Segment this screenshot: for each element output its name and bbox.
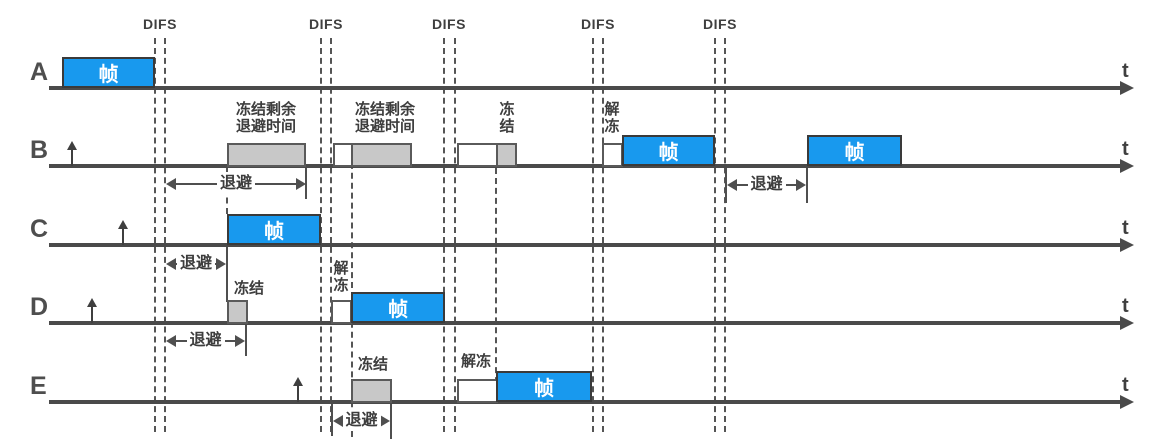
backoff-label: 退避 [176,254,216,274]
freeze-label-vertical: 冻结 [499,101,515,135]
arrow-right-icon [380,415,390,427]
timeline-c [49,243,1121,247]
wait-box-e [457,379,498,403]
time-axis-label-a: t [1122,60,1129,82]
frame-box-c: 帧 [227,214,321,245]
station-label-e: E [30,372,47,400]
freeze-remaining-label: 冻结剩余 退避时间 [235,101,297,135]
frame-box-a: 帧 [62,57,155,88]
backoff-label: 退避 [342,411,381,431]
time-axis-label-d: t [1122,295,1129,317]
frozen-backoff-box-b1 [227,143,306,167]
backoff-label: 退避 [186,331,225,351]
backoff-label: 退避 [747,175,786,195]
tick-line [331,402,333,436]
tick-line [226,245,228,302]
arrival-up-arrow-b [66,141,78,166]
tick-line [390,402,392,439]
timeline-d-arrowhead [1120,316,1134,330]
timeline-a [49,86,1121,90]
timeline-e [49,400,1121,404]
difs-dashed-line [592,38,594,432]
difs-dashed-line [330,38,332,432]
difs-label: DIFS [703,16,737,32]
wait-box-b4 [602,143,623,167]
arrow-left-icon [166,178,176,190]
difs-dashed-line [454,38,456,432]
wait-box-d [331,300,352,324]
frame-box-e: 帧 [496,371,592,402]
time-axis-label-c: t [1122,217,1129,239]
tick-line [725,166,727,203]
arrow-left-icon [166,258,176,270]
frozen-backoff-box-e [351,379,392,403]
frozen-backoff-box-b2 [351,143,412,167]
arrow-left-icon [333,415,343,427]
alignment-dashed-line [495,168,497,403]
arrow-right-icon [235,335,245,347]
timeline-e-arrowhead [1120,395,1134,409]
unfreeze-label-vertical: 解冻 [604,101,620,135]
unfreeze-label-vertical: 解冻 [333,260,349,294]
difs-dashed-line [164,38,166,432]
arrival-up-arrow-c [117,220,129,245]
arrival-up-arrow-e [292,377,304,402]
alignment-dashed-line [351,143,353,437]
difs-label: DIFS [309,16,343,32]
freeze-remaining-label: 冻结剩余 退避时间 [354,101,416,135]
station-label-b: B [30,136,49,164]
arrow-left-icon [727,179,737,191]
frame-box-b1: 帧 [622,135,715,166]
difs-dashed-line [154,38,156,432]
backoff-label: 退避 [216,174,256,194]
frozen-backoff-box-d [227,300,248,324]
timeline-c-arrowhead [1120,238,1134,252]
arrow-right-icon [216,258,226,270]
arrow-right-icon [796,179,806,191]
timeline-b [49,164,1121,168]
timeline-a-arrowhead [1120,81,1134,95]
difs-dashed-line [602,38,604,432]
freeze-label: 冻结 [357,356,389,373]
tick-line [245,323,247,356]
freeze-label: 冻结 [233,280,265,297]
tick-line [806,166,808,203]
frame-box-b2: 帧 [807,135,902,166]
difs-dashed-line [443,38,445,432]
wait-box-b3 [457,143,498,167]
wait-box-b2 [333,143,353,167]
arrival-up-arrow-d [86,298,98,323]
frame-box-d: 帧 [351,292,445,323]
station-label-a: A [30,58,49,86]
difs-dashed-line [724,38,726,432]
timeline-d [49,321,1121,325]
station-label-d: D [30,293,49,321]
frozen-backoff-box-b3 [496,143,517,167]
unfreeze-label: 解冻 [460,353,492,370]
arrow-left-icon [166,335,176,347]
time-axis-label-e: t [1122,374,1129,396]
difs-label: DIFS [432,16,466,32]
timeline-b-arrowhead [1120,159,1134,173]
difs-dashed-line [714,38,716,432]
difs-label: DIFS [143,16,177,32]
station-label-c: C [30,215,49,243]
difs-label: DIFS [581,16,615,32]
time-axis-label-b: t [1122,138,1129,160]
arrow-right-icon [296,178,306,190]
difs-dashed-line [320,38,322,432]
tick-line [305,166,307,199]
